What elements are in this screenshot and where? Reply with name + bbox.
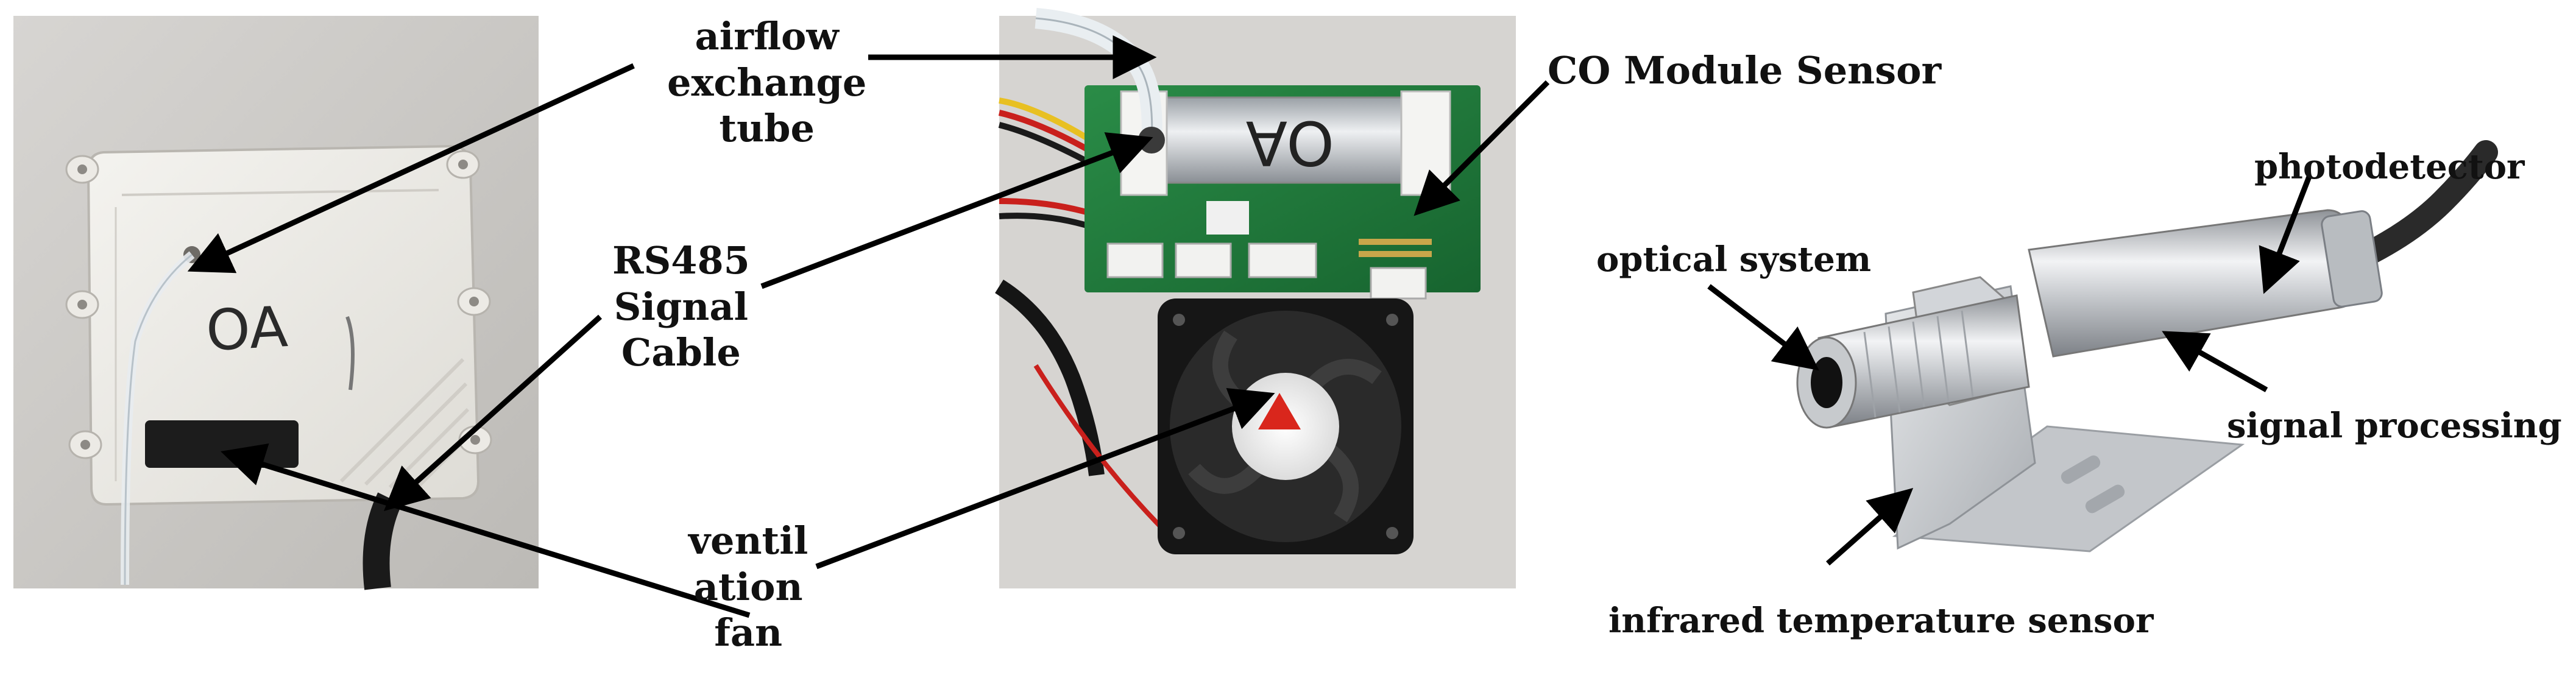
- label-optical-system: optical system: [1596, 239, 1872, 280]
- photo-enclosure-box: OA: [13, 16, 539, 590]
- label-rs485-signal-cable: RS485 Signal Cable: [612, 238, 750, 375]
- arrow-signal-processing: [2162, 331, 2268, 392]
- label-co-module-sensor: CO Module Sensor: [1548, 48, 1942, 93]
- arrow-fan-to-box: [221, 443, 751, 618]
- arrow-co-module: [1414, 80, 1550, 216]
- arrow-fan-to-module-fan: [815, 388, 1275, 570]
- label-ventilation-fan: ventil ation fan: [688, 518, 809, 655]
- label-airflow-exchange-tube: airflow exchange tube: [667, 14, 867, 151]
- photo-co-module: OA: [995, 8, 1516, 588]
- box-handwriting: OA: [205, 294, 289, 364]
- arrow-rs485-to-module: [760, 132, 1153, 289]
- arrow-rs485-to-box-cable: [383, 314, 603, 512]
- label-photodetector: photodetector: [2254, 147, 2525, 187]
- callout-arrows: [187, 35, 2312, 618]
- module-handwriting: OA: [1246, 107, 1334, 178]
- label-infrared-temperature-sensor: infrared temperature sensor: [1608, 601, 2154, 641]
- arrow-airflow-to-box-tube: [187, 63, 635, 274]
- arrow-infrared-sensor: [1826, 488, 1914, 566]
- arrow-photodetector: [2259, 175, 2312, 294]
- arrow-optical-system: [1707, 284, 1819, 371]
- label-signal-processing: signal processing: [2227, 406, 2562, 446]
- photo-infrared-sensor: [1796, 140, 2498, 553]
